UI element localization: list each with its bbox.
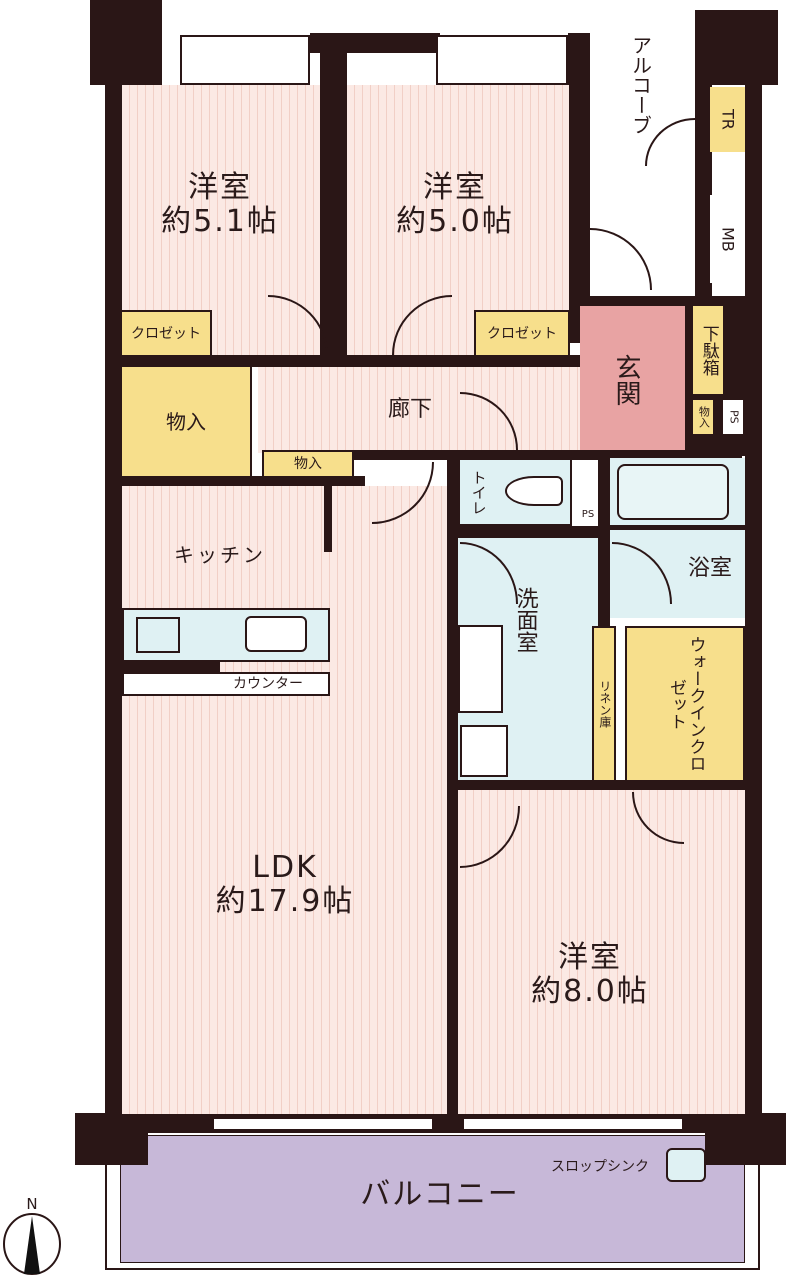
room-size: 約8.0帖	[531, 974, 649, 1009]
wall	[352, 450, 742, 460]
window	[436, 35, 568, 85]
window	[462, 1117, 684, 1131]
alcove-label: アルコーブ	[628, 35, 653, 135]
western-room-3-label: 洋室約8.0帖	[490, 920, 690, 1030]
counter-label: カウンター	[233, 675, 303, 692]
western-room-1-label: 洋室約5.1帖	[130, 150, 310, 260]
kitchen-sink-icon	[245, 616, 307, 652]
western-room-2-label: 洋室約5.0帖	[360, 150, 550, 260]
room-size: 約5.1帖	[161, 204, 279, 239]
wall	[745, 80, 762, 1120]
wall	[695, 80, 712, 305]
wall	[447, 780, 745, 790]
western-room-3	[458, 790, 745, 1114]
room-name: 洋室	[188, 169, 252, 205]
slop-sink-icon	[666, 1148, 706, 1182]
storage-small: 物入	[262, 450, 354, 478]
closet-2: クロゼット	[474, 310, 570, 358]
wall	[695, 10, 778, 85]
tr-box: TR	[710, 87, 745, 152]
compass-icon	[3, 1213, 61, 1275]
room-name: LDK	[252, 849, 318, 885]
mb-box: MB	[710, 195, 745, 283]
wall	[310, 33, 440, 53]
wall	[598, 458, 610, 628]
ps-box-2: PS	[578, 505, 598, 525]
room-name: 洋室	[558, 939, 622, 975]
wall	[90, 0, 162, 85]
wall	[105, 80, 122, 1120]
room-size: 約17.9帖	[215, 884, 355, 919]
wall	[610, 525, 745, 530]
stove-icon	[136, 617, 180, 653]
toilet-label: トイレ	[469, 469, 488, 515]
wall	[320, 50, 347, 360]
wall	[568, 33, 590, 343]
balcony	[120, 1135, 745, 1263]
wall	[447, 526, 607, 538]
entrance-storage: 物入	[693, 400, 713, 434]
storage-big: 物入	[122, 367, 252, 477]
washing-machine-icon	[460, 725, 508, 777]
door[interactable]	[590, 228, 652, 290]
entrance	[580, 296, 685, 451]
walk-in-closet: ウォークインクロゼット	[625, 626, 745, 782]
kitchen-label: キッチン	[174, 542, 266, 567]
sink-icon	[458, 625, 503, 713]
wall	[105, 355, 580, 367]
bathroom-label: 浴室	[687, 556, 732, 582]
window	[180, 35, 310, 85]
hallway-label: 廊下	[387, 397, 432, 423]
ps-box: PS	[723, 400, 743, 434]
balcony-label: バルコニー	[360, 1176, 520, 1212]
hallway	[258, 367, 580, 453]
wall	[105, 476, 365, 486]
wall	[105, 662, 220, 672]
compass-label: N	[26, 1195, 38, 1214]
ldk	[122, 486, 447, 1114]
window	[212, 1117, 434, 1131]
room-name: 洋室	[423, 169, 487, 205]
linen-closet: リネン庫	[592, 626, 616, 782]
shoe-box: 下駄箱	[693, 306, 723, 394]
room-size: 約5.0帖	[396, 204, 514, 239]
closet-1: クロゼット	[120, 310, 212, 358]
toilet-icon	[505, 476, 563, 506]
counter-top	[122, 672, 330, 696]
wall	[324, 486, 332, 552]
bathtub-icon	[617, 464, 729, 520]
entrance-label: 玄関	[610, 354, 641, 406]
slop-sink-label: スロップシンク	[551, 1158, 649, 1175]
